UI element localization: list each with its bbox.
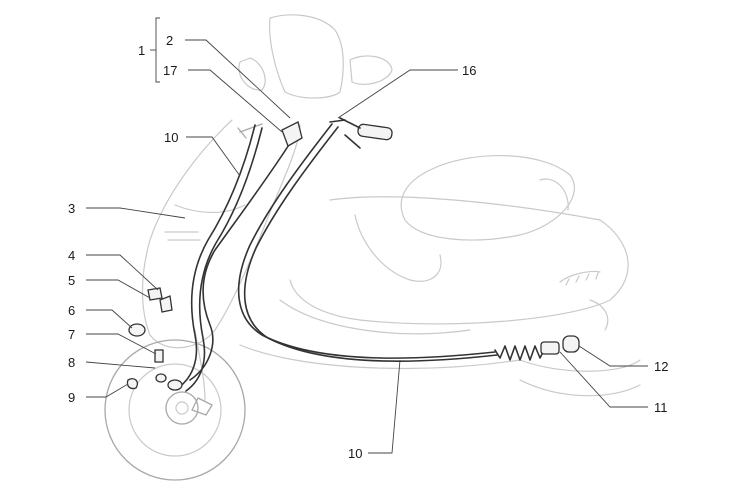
callout-6: 6 (68, 303, 75, 318)
scooter-body-outline (104, 14, 641, 481)
callout-1: 1 (138, 43, 145, 58)
callout-10-top: 10 (164, 130, 178, 145)
brake-cables (177, 123, 580, 392)
callout-4: 4 (68, 248, 75, 263)
hardware-parts (126, 121, 303, 391)
callout-11: 11 (654, 400, 668, 415)
leader-lines (85, 17, 648, 454)
callout-3: 3 (68, 201, 75, 216)
handlebar-assembly (237, 117, 393, 149)
callout-5: 5 (68, 273, 75, 288)
callout-16: 16 (462, 63, 476, 78)
callout-17: 17 (163, 63, 177, 78)
callout-7: 7 (68, 327, 75, 342)
callout-10-bottom: 10 (348, 446, 362, 461)
callout-2: 2 (166, 33, 173, 48)
callout-8: 8 (68, 355, 75, 370)
callout-labels: 1 2 17 16 10 3 4 5 6 7 8 9 12 11 10 (68, 33, 668, 461)
callout-12: 12 (654, 359, 668, 374)
callout-9: 9 (68, 390, 75, 405)
